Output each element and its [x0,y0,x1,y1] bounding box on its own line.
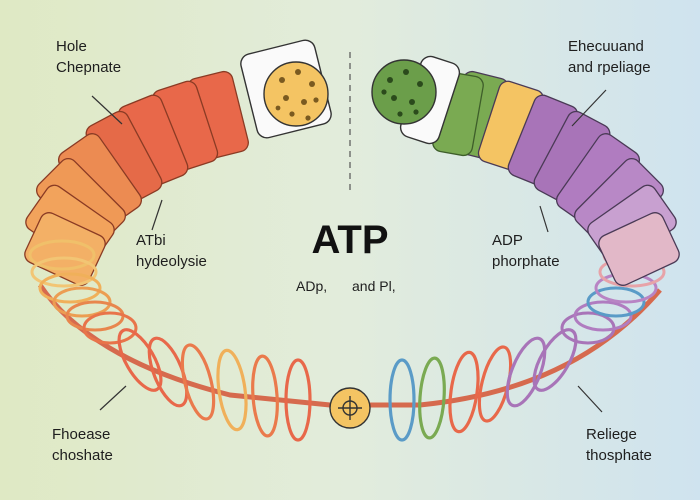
label-top-right-line1: Ehecuuand [568,38,644,55]
label-top-right: Ehecuuand and rpeliage [568,36,651,78]
label-mid-right: ADP phorphate [492,230,560,272]
equation-left: ADp, [296,278,328,294]
label-bottom-left: Fhoease choshate [52,424,113,466]
label-bottom-right: Reliege thosphate [586,424,652,466]
bottom-right-ring-coils [388,328,578,442]
label-bottom-left-line1: Fhoease [52,426,111,443]
crosshair-circle-icon [329,387,371,429]
leader-lines [91,89,607,413]
label-mid-left: ATbi hydeolysie [136,230,207,272]
label-mid-right-line2: phorphate [492,253,560,270]
label-bottom-left-line2: choshate [52,447,113,464]
orange-dotted-sphere-icon [240,39,332,139]
label-mid-left-line2: hydeolysie [136,253,207,270]
label-top-left-line2: Chepnate [56,59,122,76]
label-top-left-line1: Hole [56,38,87,55]
label-bottom-right-line1: Reliege [586,426,637,443]
label-bottom-right-line2: thosphate [586,447,652,464]
green-dotted-sphere-icon [371,55,461,145]
left-block-stack [24,70,249,286]
label-mid-right-line1: ADP [492,232,523,249]
equation-right: and Pl, [352,278,396,294]
left-ring-coils [28,239,138,345]
diagram-title: ATP [311,218,389,262]
right-block-stack [447,70,680,286]
label-mid-left-line1: ATbi [136,232,166,249]
label-top-right-line2: and rpeliage [568,59,651,76]
label-top-left: Hole Chepnate [56,36,121,78]
bottom-left-ring-coils [117,328,312,442]
